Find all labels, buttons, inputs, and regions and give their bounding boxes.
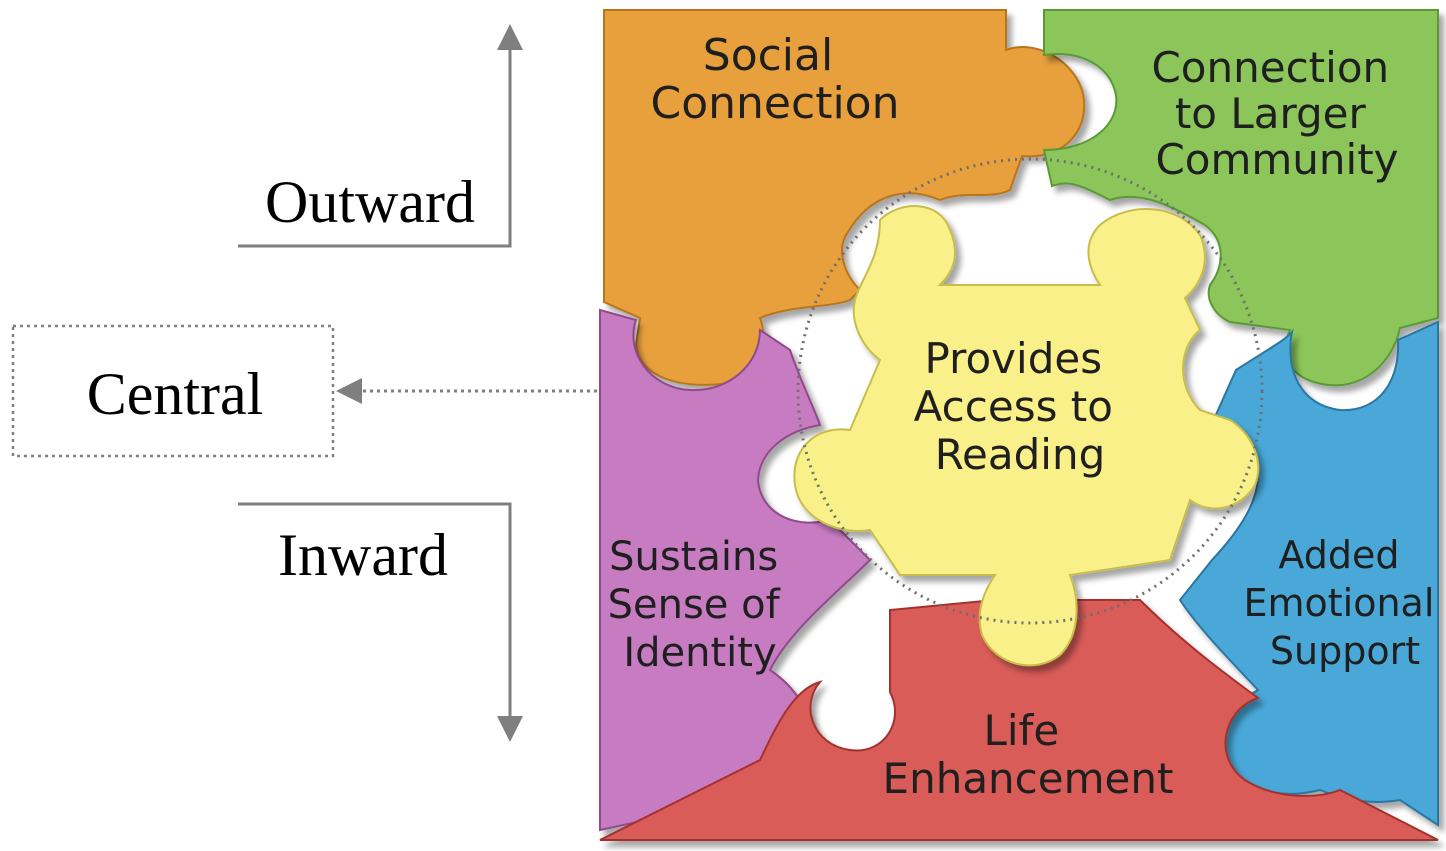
center-label: Provides Access to Reading [914,334,1127,479]
community-line-1: Connection [1151,43,1389,92]
identity-line-2: Sense of [608,582,781,628]
community-line-3: Community [1155,135,1398,184]
emotional-label: Added Emotional Support [1243,533,1446,673]
emotional-line-3: Support [1270,629,1420,673]
inward-arrow [238,502,512,720]
social-line-2: Connection [651,78,900,129]
inward-arrowhead-icon [497,716,523,742]
center-dotted-circle [796,157,1264,625]
outward-arrowhead-icon [497,24,523,50]
identity-label: Sustains Sense of Identity [608,534,793,676]
puzzle [599,9,1439,841]
social-connection-label: Social Connection [651,30,900,129]
center-line-3: Reading [935,430,1105,479]
central-arrowhead-icon [336,378,362,404]
inward-label: Inward [278,522,448,588]
inward-indicator: Inward [238,502,523,742]
emotional-line-1: Added [1278,533,1399,577]
piece-center [793,205,1260,667]
community-line-2: to Larger [1175,89,1367,138]
central-label-box [11,324,335,458]
central-label: Central [87,361,264,427]
outward-arrow [238,45,512,248]
emotional-line-2: Emotional [1243,581,1434,625]
community-label: Connection to Larger Community [1151,43,1402,184]
piece-community [1042,9,1439,387]
social-line-1: Social [703,30,833,81]
outward-indicator: Outward [238,24,523,248]
center-line-1: Provides [925,334,1103,383]
life-label: Life Enhancement [883,706,1174,803]
central-indicator: Central [11,324,800,458]
life-line-2: Enhancement [883,754,1174,803]
identity-line-3: Identity [623,630,776,676]
center-line-2: Access to [914,382,1113,431]
outward-label: Outward [265,169,475,235]
identity-line-1: Sustains [609,534,778,580]
life-line-1: Life [983,706,1059,755]
